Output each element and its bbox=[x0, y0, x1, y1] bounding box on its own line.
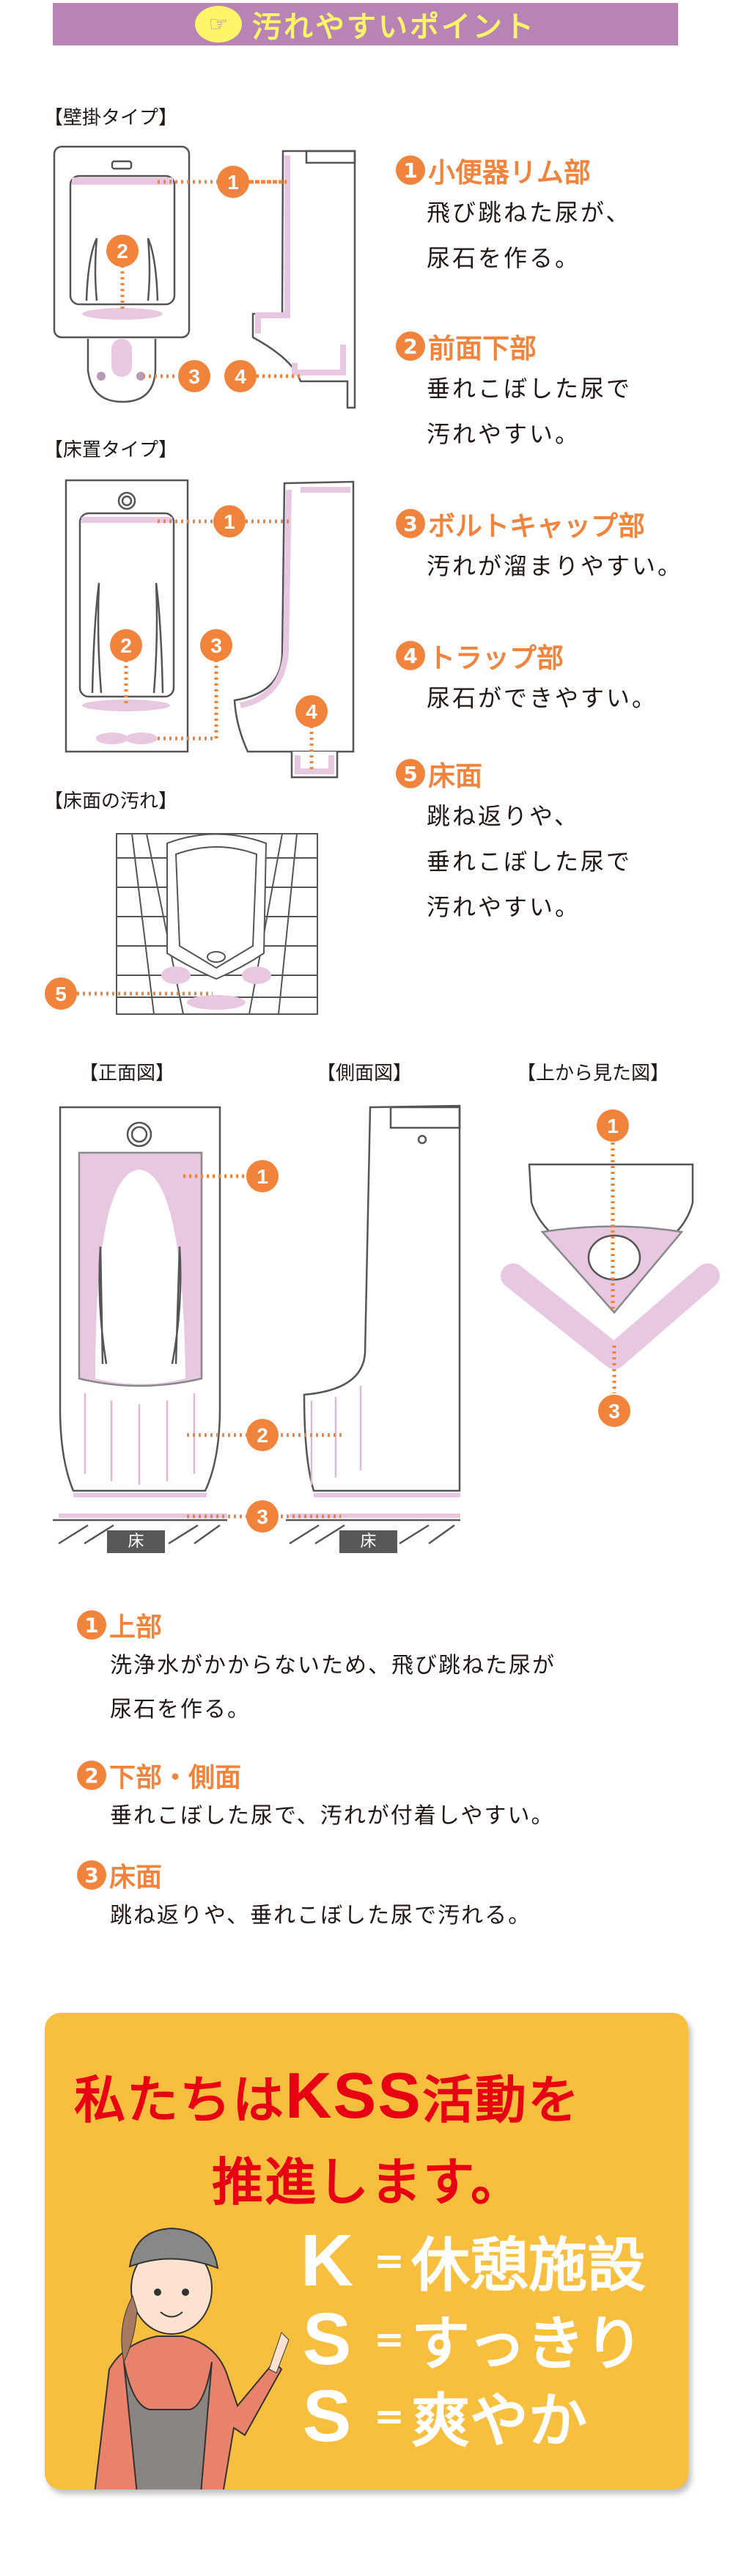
wall-urinal-front bbox=[53, 145, 191, 403]
floor-lines bbox=[53, 1513, 460, 1545]
top-view bbox=[501, 1163, 720, 1369]
kss-banner: 私たちはKSS活動を 推進します。 K=休憩施設 S=すっきり S=爽やか bbox=[45, 2013, 688, 2489]
marker-3: 3 bbox=[608, 1400, 620, 1423]
point-text: 尿石ができやすい。 bbox=[427, 684, 658, 712]
floor-label: 床 bbox=[339, 1530, 397, 1553]
pointing-hand-icon: ☞ bbox=[195, 6, 242, 43]
point-title: 床面 bbox=[428, 760, 482, 792]
number-badge: 3 bbox=[396, 509, 425, 538]
label-front-view: 【正面図】 bbox=[79, 1063, 175, 1085]
number-badge: 1 bbox=[77, 1610, 106, 1640]
marker-2: 2 bbox=[120, 634, 132, 657]
point-title: 上部 bbox=[109, 1612, 163, 1643]
kss-headline-2: 推進します。 bbox=[212, 2152, 523, 2212]
side-view bbox=[303, 1104, 461, 1497]
point-title: 小便器リム部 bbox=[428, 157, 591, 188]
point-text: 垂れこぼした尿で bbox=[427, 848, 633, 876]
marker-2: 2 bbox=[117, 240, 128, 263]
marker-3: 3 bbox=[210, 634, 222, 657]
marker-1: 1 bbox=[257, 1165, 268, 1188]
point-text: 汚れやすい。 bbox=[427, 420, 581, 448]
number-badge: 1 bbox=[396, 155, 425, 185]
point-text: 洗浄水がかからないため、飛び跳ねた尿が bbox=[110, 1653, 556, 1678]
urinal-diagrams: 1 2 3 4 1 2 3 4 5 1 2 3 1 3 bbox=[45, 145, 720, 1545]
point-title: 前面下部 bbox=[428, 333, 537, 364]
marker-4: 4 bbox=[235, 365, 246, 388]
number-markers: 1 2 3 4 1 2 3 4 5 1 2 3 1 3 bbox=[45, 166, 630, 1533]
marker-3: 3 bbox=[188, 365, 200, 388]
floor-stain-illustration bbox=[116, 833, 318, 1015]
kss-headline-1: 私たちはKSS活動を bbox=[74, 2059, 581, 2132]
marker-4: 4 bbox=[306, 700, 317, 723]
point-text: 垂れこぼした尿で、汚れが付着しやすい。 bbox=[110, 1803, 555, 1829]
front-view bbox=[59, 1106, 221, 1497]
wall-urinal-side bbox=[251, 150, 356, 409]
floor-urinal-front bbox=[65, 479, 189, 753]
header-banner: ☞ 汚れやすいポイント bbox=[53, 3, 678, 45]
point-text: 汚れやすい。 bbox=[427, 893, 581, 921]
marker-5: 5 bbox=[55, 983, 67, 1005]
section-floor-stain: 【床面の汚れ】 bbox=[44, 790, 178, 812]
floor-label: 床 bbox=[107, 1530, 165, 1553]
point-title: トラップ部 bbox=[428, 642, 564, 674]
point-text: 汚れが溜まりやすい。 bbox=[427, 552, 684, 580]
header-title: 汚れやすいポイント bbox=[252, 10, 536, 44]
point-text: 垂れこぼした尿で bbox=[427, 375, 633, 403]
point-text: 尿石を作る。 bbox=[427, 244, 581, 272]
label-side-view: 【側面図】 bbox=[317, 1063, 413, 1085]
marker-1: 1 bbox=[227, 171, 239, 194]
point-title: 下部・側面 bbox=[109, 1763, 242, 1793]
marker-2: 2 bbox=[257, 1424, 268, 1447]
kss-row-k: K=休憩施設 bbox=[300, 2219, 646, 2302]
marker-1: 1 bbox=[607, 1115, 619, 1137]
number-badge: 4 bbox=[396, 641, 425, 670]
floor-urinal-side bbox=[233, 480, 355, 779]
kss-row-s2: S=爽やか bbox=[302, 2374, 587, 2457]
point-text: 跳ね返りや、 bbox=[427, 802, 581, 830]
kss-row-s1: S=すっきり bbox=[302, 2297, 644, 2380]
number-badge: 3 bbox=[77, 1860, 106, 1890]
number-badge: 2 bbox=[77, 1761, 106, 1790]
point-text: 尿石を作る。 bbox=[110, 1697, 251, 1722]
staff-woman-illustration bbox=[94, 2227, 290, 2489]
point-text: 飛び跳ねた尿が、 bbox=[427, 199, 632, 227]
marker-1: 1 bbox=[224, 510, 235, 533]
marker-3: 3 bbox=[257, 1505, 268, 1528]
label-top-view: 【上から見た図】 bbox=[517, 1063, 670, 1085]
point-title: ボルトキャップ部 bbox=[428, 510, 645, 542]
point-title: 床面 bbox=[109, 1863, 163, 1893]
section-floor-type: 【床置タイプ】 bbox=[44, 439, 178, 461]
point-text: 跳ね返りや、垂れこぼした尿で汚れる。 bbox=[110, 1903, 532, 1929]
number-badge: 2 bbox=[396, 331, 425, 361]
number-badge: 5 bbox=[396, 759, 425, 788]
section-wall-type: 【壁掛タイプ】 bbox=[44, 107, 178, 129]
